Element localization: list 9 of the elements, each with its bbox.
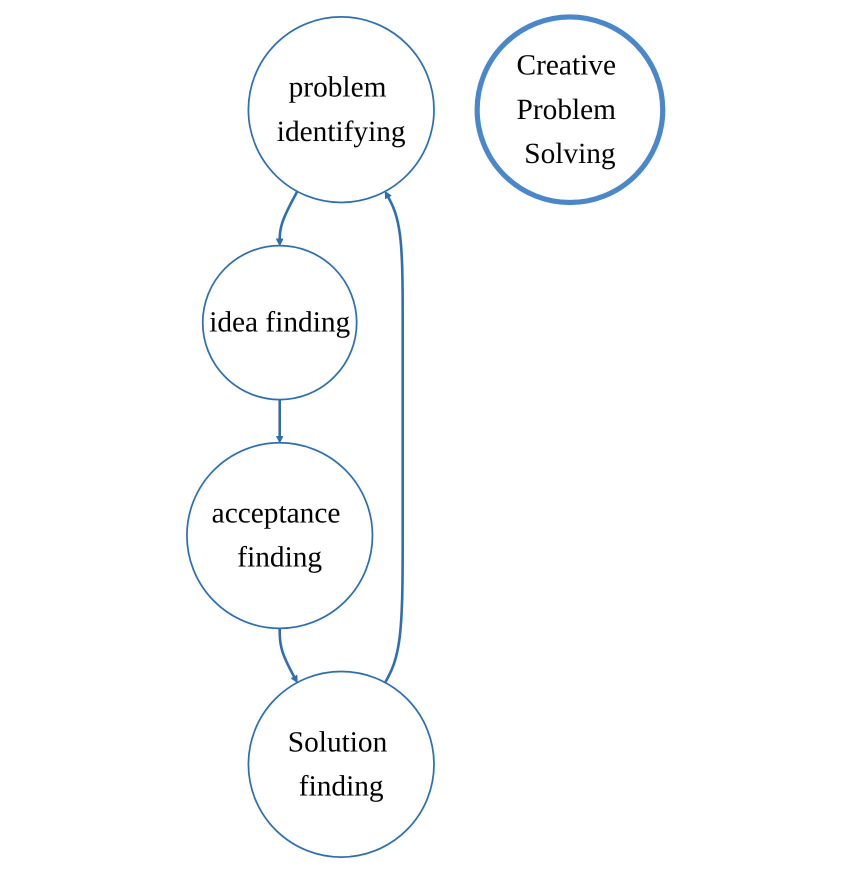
node-circle: problem identifying [248, 16, 436, 204]
arrow [276, 400, 284, 444]
node-circle: acceptance finding [186, 442, 374, 630]
node-circle: Creative Problem Solving [474, 14, 666, 206]
arrow [278, 628, 298, 683]
arrow [384, 191, 404, 684]
node-circle: Solution finding [248, 670, 436, 858]
node-circle: idea finding [202, 244, 358, 400]
arrow [276, 190, 299, 246]
